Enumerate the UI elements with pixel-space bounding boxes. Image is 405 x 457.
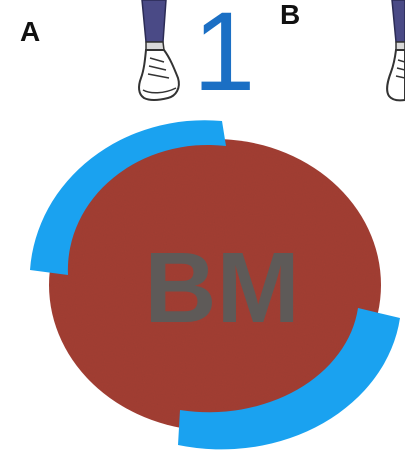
legs-illustration (138, 0, 405, 102)
runner-legs-a-icon (138, 0, 180, 101)
top-left-arc (30, 120, 226, 275)
bottom-right-arc (178, 308, 400, 450)
panel-label-a: A (20, 16, 41, 47)
disk-label: BM (144, 232, 300, 344)
panel-label-b: B (280, 0, 301, 30)
step-number: 1 (193, 0, 256, 114)
runner-legs-b-icon (386, 0, 405, 102)
red-disk (49, 139, 381, 431)
